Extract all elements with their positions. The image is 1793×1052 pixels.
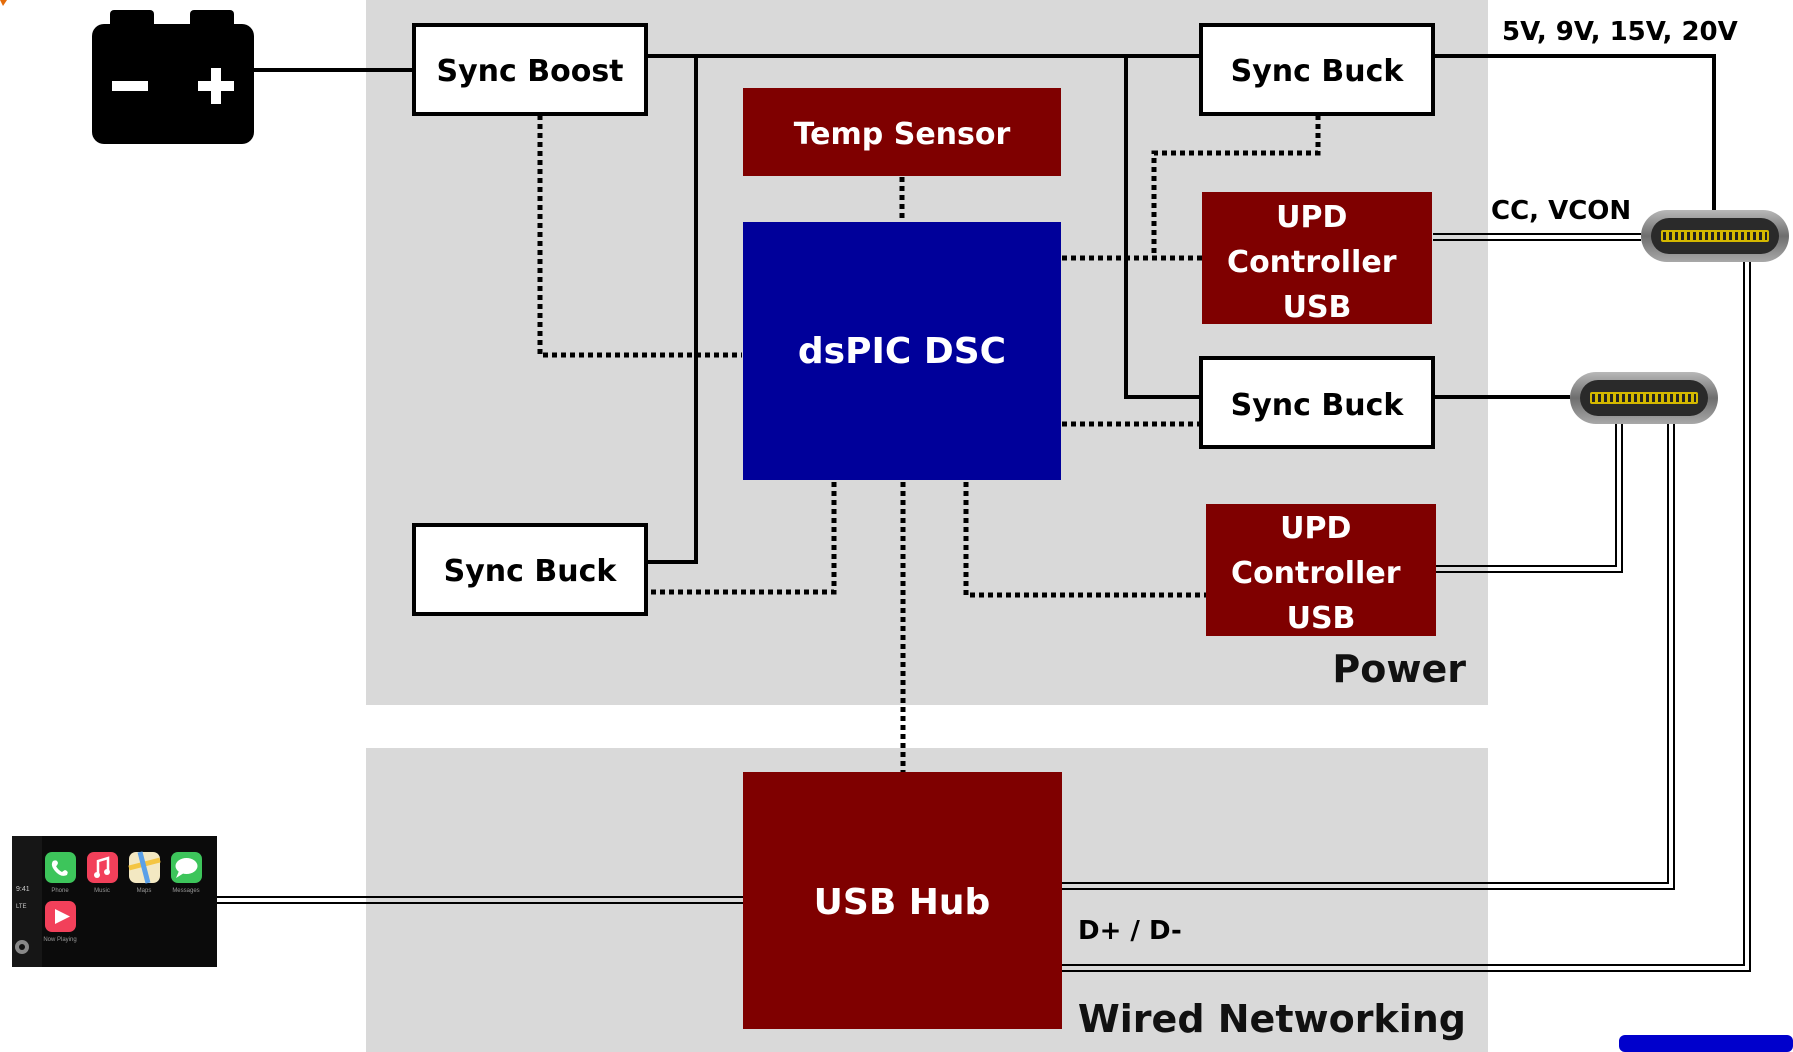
dspic-dsc-label: dsPIC DSC [798, 331, 1006, 372]
corner-button-fragment [1619, 1035, 1793, 1052]
sync-buck-mid-block: Sync Buck [1199, 356, 1435, 449]
power-lines [252, 54, 1716, 564]
svg-text:Maps: Maps [137, 888, 152, 894]
signal-lines [216, 233, 1751, 972]
svg-text:Messages: Messages [172, 888, 199, 894]
svg-text:Phone: Phone [51, 888, 69, 894]
sync-buck-top-block: Sync Buck [1199, 23, 1435, 116]
power-region-label: Power [1332, 647, 1466, 691]
corner-mark [0, 0, 7, 6]
usb-hub-label: USB Hub [814, 882, 991, 923]
carplay-music-app: Music [87, 852, 118, 894]
carplay-time: 9:41 [16, 886, 30, 893]
data-lines-label: D+ / D- [1078, 916, 1182, 946]
svg-text:UPD Controller USB: UPD Controller USB [1227, 200, 1407, 325]
upd-top-line-1: UPD [1276, 200, 1347, 235]
upd-bottom-line-3: USB [1287, 601, 1356, 636]
upd-bottom-line-1: UPD [1280, 511, 1351, 546]
upd-bottom-line-2: Controller [1231, 556, 1401, 591]
svg-text:Music: Music [94, 888, 110, 894]
battery-icon [92, 10, 254, 144]
carplay-now-playing-app: Now Playing [43, 901, 77, 943]
usb-c-connector-top-icon [1641, 210, 1789, 262]
svg-text:UPD Controller USB: UPD Controller USB [1231, 511, 1411, 636]
upd-controller-bottom-block: UPD Controller USB [1206, 504, 1436, 636]
cc-vcon-label: CC, VCON [1491, 196, 1631, 226]
wired-networking-region-label: Wired Networking [1078, 997, 1466, 1041]
sync-boost-label: Sync Boost [436, 54, 623, 89]
temp-sensor-block: Temp Sensor [743, 88, 1061, 176]
upd-controller-top-block: UPD Controller USB [1202, 192, 1432, 325]
control-lines [537, 115, 1321, 772]
sync-buck-top-label: Sync Buck [1231, 54, 1405, 89]
usb-c-connector-mid-icon [1570, 372, 1718, 424]
svg-text:Now Playing: Now Playing [43, 937, 76, 943]
temp-sensor-label: Temp Sensor [794, 117, 1011, 152]
carplay-maps-app: Maps [128, 851, 161, 894]
carplay-messages-app: Messages [171, 852, 202, 894]
carplay-screen-icon: 9:41 LTE Phone Music Maps Messages [12, 836, 217, 967]
upd-top-line-2: Controller [1227, 245, 1397, 280]
carplay-phone-app: Phone [45, 852, 76, 894]
carplay-network: LTE [16, 904, 27, 910]
dspic-dsc-block: dsPIC DSC [743, 222, 1061, 480]
voltage-options-label: 5V, 9V, 15V, 20V [1502, 17, 1738, 47]
sync-buck-mid-label: Sync Buck [1231, 388, 1405, 423]
sync-buck-left-label: Sync Buck [444, 554, 618, 589]
sync-boost-block: Sync Boost [412, 23, 648, 116]
usb-hub-block: USB Hub [743, 772, 1062, 1029]
upd-top-line-3: USB [1283, 290, 1352, 325]
sync-buck-left-block: Sync Buck [412, 523, 648, 616]
